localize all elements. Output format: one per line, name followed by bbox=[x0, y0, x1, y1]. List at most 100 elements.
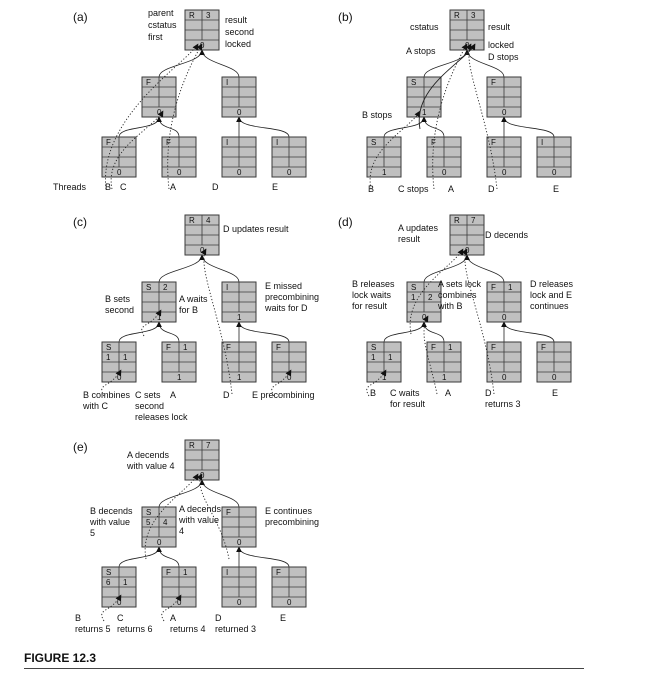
arrowhead-icon bbox=[369, 110, 421, 190]
node-bottom-value: 0 bbox=[552, 373, 557, 382]
node-e-rl: I0 bbox=[221, 566, 257, 608]
tree-edge-a-r bbox=[199, 49, 240, 78]
label-line: A bbox=[448, 184, 455, 194]
label-line: precombining bbox=[265, 292, 320, 302]
node-b-rl: F0 bbox=[486, 136, 522, 178]
node-bottom-value: 0 bbox=[502, 313, 507, 322]
label-a-a: A bbox=[170, 182, 176, 193]
tree-edge-e-rr bbox=[236, 546, 290, 568]
node-bottom-value: 0 bbox=[552, 168, 557, 177]
label-line: D stops bbox=[488, 52, 519, 62]
label-a-cstatus: cstatus bbox=[148, 20, 177, 31]
node-status: F bbox=[146, 78, 151, 87]
label-a-first: first bbox=[148, 32, 163, 43]
arrowhead-icon bbox=[366, 369, 387, 397]
node-a-lr: F0 bbox=[161, 136, 197, 178]
node-c-rr: F0 bbox=[271, 341, 307, 383]
label-c-d: D bbox=[223, 390, 230, 401]
node-bottom-value: 0 bbox=[502, 168, 507, 177]
label-line: E bbox=[272, 182, 279, 192]
node-first-value: 6 bbox=[106, 578, 111, 587]
label-b-locked: locked bbox=[488, 40, 514, 51]
label-line: second bbox=[225, 27, 255, 37]
node-second-value: 1 bbox=[123, 353, 128, 362]
label-line: E continues bbox=[265, 506, 313, 516]
label-line: C stops bbox=[398, 184, 429, 194]
thread-arrows bbox=[101, 43, 498, 622]
node-bottom-value: 0 bbox=[157, 538, 162, 547]
node-status: R bbox=[454, 11, 460, 20]
node-bottom-value: 0 bbox=[287, 168, 292, 177]
node-status: F bbox=[106, 138, 111, 147]
tree-edge-c-rr bbox=[236, 321, 290, 343]
label-a-b: B bbox=[105, 182, 111, 193]
label-d-a: A bbox=[445, 388, 451, 399]
label-line: C sets bbox=[135, 390, 161, 400]
node-b-lr: F0 bbox=[426, 136, 462, 178]
label-a-d: D bbox=[212, 182, 219, 193]
label-line: result bbox=[488, 22, 511, 32]
node-a-rr: I0 bbox=[271, 136, 307, 178]
node-status: S bbox=[371, 343, 376, 352]
node-status: S bbox=[371, 138, 376, 147]
arrowhead-icon bbox=[110, 110, 164, 190]
node-status: R bbox=[189, 216, 195, 225]
caption-divider bbox=[24, 668, 584, 669]
arrowhead-icon bbox=[141, 309, 162, 337]
label-line: E bbox=[553, 184, 560, 194]
label-line: B bbox=[370, 388, 377, 398]
label-line: D bbox=[212, 182, 219, 192]
label-line: 4 bbox=[179, 526, 185, 536]
node-bottom-value: 0 bbox=[502, 373, 507, 382]
node-first-value: 1 bbox=[371, 353, 376, 362]
node-bottom-value: 0 bbox=[157, 108, 162, 117]
label-b-result: result bbox=[488, 22, 510, 33]
label-a-second: second bbox=[225, 27, 254, 38]
node-bottom-value: 1 bbox=[442, 373, 447, 382]
node-bottom-value: 1 bbox=[157, 313, 162, 322]
node-status: F bbox=[166, 568, 171, 577]
node-first-value: 1 bbox=[106, 353, 111, 362]
node-status: F bbox=[226, 508, 231, 517]
label-line: result bbox=[398, 234, 421, 244]
label-line: A waits bbox=[179, 294, 208, 304]
label-c-epre: E precombining bbox=[252, 390, 315, 401]
node-status: F bbox=[226, 343, 231, 352]
node-a-rl: I0 bbox=[221, 136, 257, 178]
node-status: R bbox=[189, 441, 195, 450]
node-bottom-value: 1 bbox=[382, 373, 387, 382]
label-a-c: C bbox=[120, 182, 127, 193]
tree-edge-d-ll bbox=[383, 321, 427, 343]
node-bottom-value: 0 bbox=[442, 168, 447, 177]
tree-edge-c-r bbox=[199, 254, 240, 283]
label-line: 5 bbox=[90, 528, 96, 538]
tree-edge-c-l bbox=[158, 254, 205, 283]
label-line: with value bbox=[90, 517, 131, 527]
node-status: F bbox=[166, 343, 171, 352]
node-bottom-value: 0 bbox=[177, 168, 182, 177]
label-line: Threads bbox=[53, 182, 87, 192]
node-bottom-value: 0 bbox=[422, 313, 427, 322]
label-line: result bbox=[225, 15, 248, 25]
node-first-value: 1 bbox=[411, 293, 416, 302]
label-line: returns 3 bbox=[485, 399, 521, 409]
node-value: 7 bbox=[206, 441, 211, 450]
label-line: D bbox=[215, 613, 222, 623]
label-line: with C bbox=[83, 401, 109, 411]
arrowhead-icon bbox=[144, 473, 199, 560]
tree-edge-d-rr bbox=[501, 321, 555, 343]
node-c-r: I1 bbox=[221, 281, 257, 323]
node-value: 1 bbox=[183, 568, 188, 577]
label-line: A bbox=[445, 388, 452, 398]
label-b-cstops: C stops bbox=[398, 184, 429, 195]
label-a-locked: locked bbox=[225, 39, 251, 50]
